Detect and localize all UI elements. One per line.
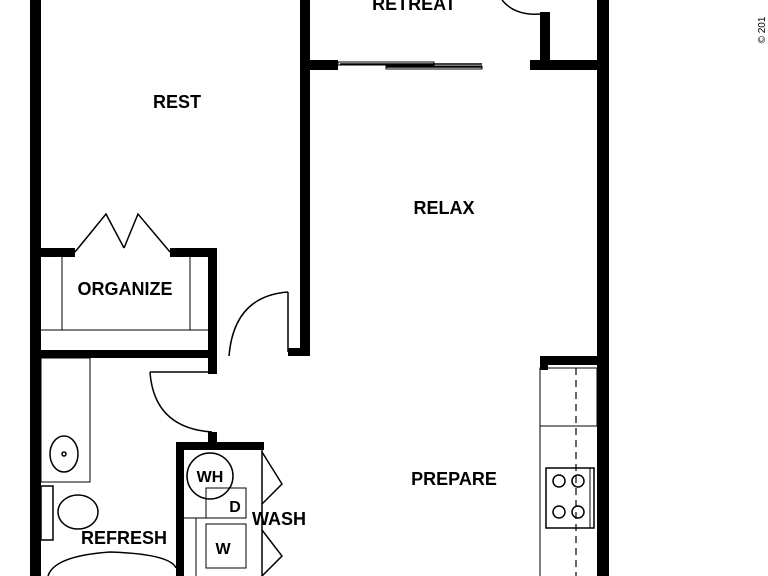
rest-door <box>228 291 289 357</box>
copyright-text: © 201 <box>757 16 768 43</box>
water-heater-label: WH <box>197 469 224 486</box>
refresh-fixtures <box>40 357 177 576</box>
bath-door-swing <box>149 371 213 433</box>
organize-closet <box>41 212 208 331</box>
closet-wall-top-right <box>170 248 217 257</box>
laundry-top-wall <box>176 442 264 450</box>
washer-label: W <box>215 541 231 558</box>
toilet-tank <box>40 485 54 541</box>
bathtub-edge <box>47 551 177 576</box>
retreat-bottom-wall-right <box>530 60 608 70</box>
water-heater-circle <box>186 452 234 500</box>
prepare-label: PREPARE <box>411 469 497 489</box>
organize-label: ORGANIZE <box>77 279 172 299</box>
refrigerator <box>539 367 598 427</box>
retreat-doors <box>337 0 542 70</box>
retreat-closet-wall <box>540 12 550 64</box>
laundry <box>184 450 283 576</box>
dryer-label: D <box>229 499 241 516</box>
sink-drain <box>61 451 67 457</box>
burner-3 <box>552 505 566 519</box>
sliding-door-panel-a <box>337 61 435 66</box>
relax-label: RELAX <box>413 198 474 218</box>
sink-basin <box>49 435 79 473</box>
closet-bifold-door-left <box>74 212 125 253</box>
toilet-bowl <box>57 494 99 530</box>
range-cooktop <box>545 467 595 529</box>
walls <box>30 0 609 576</box>
wash-bifold-door-top <box>261 451 283 505</box>
retreat-door-swing <box>501 0 542 15</box>
retreat-bottom-wall-left <box>300 60 338 70</box>
refresh-label: REFRESH <box>81 528 167 548</box>
burner-1 <box>552 474 566 488</box>
partition-end-stub <box>288 348 310 356</box>
burner-4 <box>571 505 585 519</box>
wash-label: WASH <box>252 509 306 529</box>
rest-label: REST <box>153 92 201 112</box>
closet-wall-right <box>208 248 217 358</box>
closet-wall-top-left <box>30 248 75 257</box>
closet-bifold-door-right <box>123 212 171 253</box>
dryer-box <box>205 487 247 519</box>
kitchen-wall <box>540 356 609 365</box>
bath-door <box>149 371 213 433</box>
left-exterior-wall <box>30 0 41 576</box>
kitchen-stub <box>540 356 548 370</box>
laundry-left-wall <box>176 442 184 576</box>
right-exterior-wall <box>597 0 609 576</box>
laundry-door-stub <box>208 432 217 450</box>
rest-relax-partition <box>300 0 310 356</box>
rest-door-swing <box>228 291 289 357</box>
sliding-door-panel-b <box>385 65 483 70</box>
bath-door-stub <box>208 350 217 374</box>
washer-box <box>205 523 247 569</box>
wash-bifold-door-bottom <box>261 529 283 576</box>
burner-2 <box>571 474 585 488</box>
kitchen <box>539 367 598 576</box>
vanity-counter <box>40 357 91 483</box>
bath-top-wall <box>30 350 217 358</box>
retreat-label: RETREAT <box>372 0 456 14</box>
